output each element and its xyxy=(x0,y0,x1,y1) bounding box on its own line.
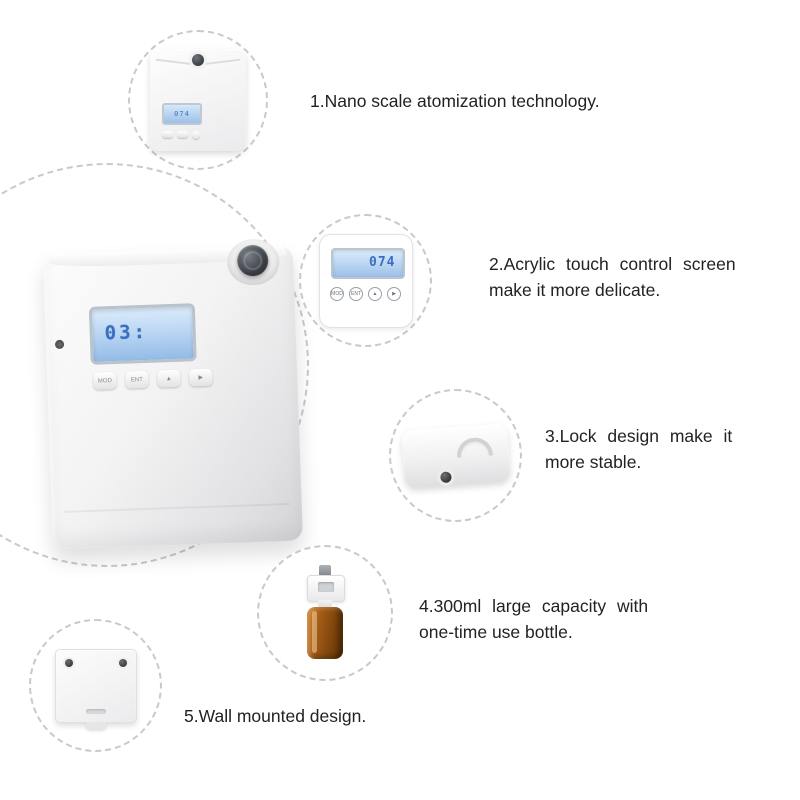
touch-screen-photo: 074 MOD ENT ▲ ▶ xyxy=(318,233,413,328)
pump-cap xyxy=(319,565,331,576)
feature-4-line-1: 4.300ml large capacity with xyxy=(419,596,649,616)
feature-4-line-2: one-time use bottle. xyxy=(419,622,573,642)
feature-4-text: 4.300ml large capacity with one-time use… xyxy=(419,593,699,645)
panel-lcd-screen: 074 xyxy=(330,247,405,279)
enter-button: ENT xyxy=(125,370,149,389)
top-edge-line xyxy=(156,58,194,66)
up-arrow-icon: ▲ xyxy=(368,286,382,301)
panel-buttons: MOD ENT ▲ ▶ xyxy=(320,286,412,301)
knob-ring xyxy=(242,250,263,271)
pump-head xyxy=(307,575,345,602)
screw-hole-icon xyxy=(118,658,127,667)
callout-circle-bottle xyxy=(257,545,393,681)
mini-lcd-screen: 074 xyxy=(162,103,202,125)
feature-2-text: 2.Acrylic touch control screen make it m… xyxy=(489,251,769,303)
knob-icon xyxy=(192,54,204,66)
top-edge-line xyxy=(202,58,240,66)
up-button: ▲ xyxy=(157,369,181,388)
lcd-screen: 03: xyxy=(88,303,197,365)
feature-1-text: 1.Nano scale atomization technology. xyxy=(310,88,600,114)
mini-button xyxy=(192,131,200,139)
lcd-digits: 03: xyxy=(104,320,149,345)
mount-slot xyxy=(85,708,106,714)
feature-3-text: 3.Lock design make it more stable. xyxy=(545,423,780,475)
pump-slot xyxy=(318,582,334,592)
feature-5-text: 5.Wall mounted design. xyxy=(184,703,366,729)
feature-5-line-1: 5.Wall mounted design. xyxy=(184,706,367,726)
wall-mount-photo xyxy=(54,648,137,729)
feature-2-line-1: 2.Acrylic touch control screen xyxy=(489,254,736,274)
callout-circle-wall-mount xyxy=(29,619,162,752)
feature-3-line-1: 3.Lock design make it xyxy=(545,426,733,446)
mode-button: MOD xyxy=(93,371,117,390)
main-product-image: 03: MOD ENT ▲ ▶ xyxy=(42,238,304,550)
feature-1-line-1: 1.Nano scale atomization technology. xyxy=(310,91,600,111)
mini-button xyxy=(177,131,188,138)
bottle-photo xyxy=(301,565,349,661)
panel-lcd-digits: 074 xyxy=(369,254,396,270)
bottle-shine xyxy=(312,611,317,653)
enter-button-icon: ENT xyxy=(349,286,363,301)
play-button: ▶ xyxy=(189,368,213,387)
mini-buttons xyxy=(162,131,200,139)
bottle-body xyxy=(307,607,343,659)
bottle-neck xyxy=(318,600,332,608)
callout-circle-lock xyxy=(389,389,522,522)
feature-2-line-2: make it more delicate. xyxy=(489,280,661,300)
play-arrow-icon: ▶ xyxy=(387,286,401,301)
lock-icon xyxy=(439,470,452,483)
screw-hole-icon xyxy=(64,658,73,667)
mini-button xyxy=(162,131,173,138)
callout-circle-touch-screen: 074 MOD ENT ▲ ▶ xyxy=(299,214,432,347)
top-panel-photo: 074 xyxy=(150,49,246,151)
callout-circle-top-panel: 074 xyxy=(128,30,268,170)
feature-3-line-2: more stable. xyxy=(545,452,642,472)
mode-button-icon: MOD xyxy=(330,286,344,301)
lock-photo xyxy=(400,422,511,489)
handle-arc xyxy=(455,435,493,458)
mount-bump xyxy=(85,721,106,729)
